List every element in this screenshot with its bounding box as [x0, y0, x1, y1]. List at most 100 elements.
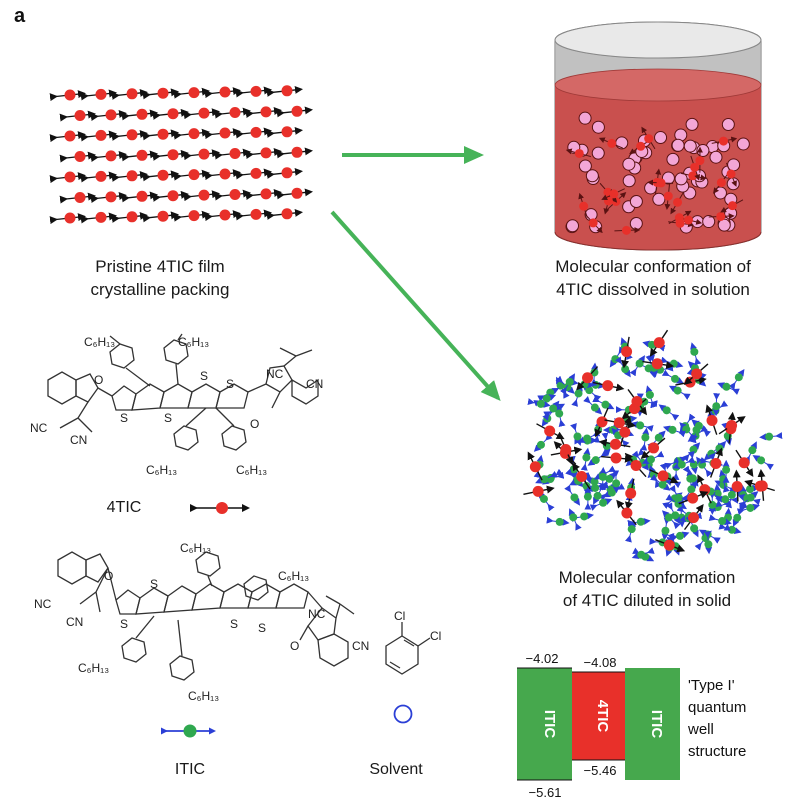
film-molecule-dot	[157, 128, 169, 140]
itic-molecule-dot	[611, 355, 620, 364]
solid-caption-line2: of 4TIC diluted in solid	[563, 591, 731, 610]
tic4-molecule-dot	[625, 487, 637, 499]
dissolved-molecule-dot	[609, 189, 619, 199]
film-molecule-dot	[157, 169, 169, 181]
solvent-particle	[566, 219, 580, 233]
itic-legend-label: ITIC	[175, 761, 205, 778]
itic-molecule-dot	[598, 472, 607, 481]
itic-molecule-dot	[689, 445, 698, 454]
film-molecule-dot	[126, 170, 138, 182]
tic4-molecule-dot	[688, 512, 700, 524]
film-molecule-dot	[157, 210, 169, 222]
itic-band-left	[517, 668, 572, 780]
tic4-molecule-dot	[532, 485, 544, 497]
itic-c6h13-bottom-left: C₆H₁₃	[78, 661, 109, 675]
itic-molecule-dot	[677, 460, 686, 469]
itic-molecule-dot	[539, 494, 548, 503]
itic-s-1: S	[120, 617, 128, 631]
dissolved-molecule-dot	[607, 138, 617, 148]
itic-molecule-dot	[748, 446, 757, 455]
film-molecule-dot	[281, 208, 293, 220]
tic4-band	[572, 672, 625, 760]
itic-molecule-dot	[746, 485, 755, 494]
itic-molecule-dot	[636, 517, 645, 526]
itic-o-left: O	[104, 569, 113, 583]
tic4-molecule-dot	[631, 396, 643, 408]
solvent-particle	[585, 169, 599, 183]
itic-s-3: S	[230, 617, 238, 631]
tic4-legend-dot	[216, 502, 228, 514]
film-molecule-dot	[260, 147, 272, 159]
itic-s-4: S	[258, 621, 266, 635]
itic-molecule-dot	[734, 373, 743, 382]
itic-molecule-dot	[673, 386, 682, 395]
film-molecule-dot	[188, 210, 200, 222]
tic4-molecule-dot	[576, 471, 588, 483]
quantum-well-caption-3: well	[687, 721, 714, 738]
dissolved-molecule-dot	[716, 178, 726, 188]
itic-molecule-dot	[590, 368, 599, 377]
itic-band-right-label: ITIC	[648, 710, 665, 738]
itic-molecule-dot	[668, 425, 677, 434]
dissolved-molecule-dot	[683, 215, 693, 225]
tic4-c6h13-top-right: C₆H₁₃	[178, 335, 209, 349]
film-molecule-dot	[64, 89, 76, 101]
tic4-molecule-dot	[619, 426, 631, 438]
itic-lumo-level: −4.02	[526, 651, 559, 666]
tic4-c6h13-bottom-right: C₆H₁₃	[236, 463, 267, 477]
itic-molecule-dot	[690, 347, 699, 356]
solution-caption-line2: 4TIC dissolved in solution	[556, 280, 750, 299]
itic-band-right	[625, 668, 680, 780]
tic4-homo-level: −5.46	[584, 763, 617, 778]
solvent-particle	[622, 157, 636, 171]
solvent-cl-2: Cl	[430, 629, 441, 643]
tic4-legend-label: 4TIC	[107, 499, 142, 516]
itic-molecule-dot	[727, 490, 736, 499]
tic4-molecule-dot	[648, 442, 660, 454]
itic-molecule-dot	[599, 498, 608, 507]
itic-molecule-dot	[601, 400, 610, 409]
film-molecule-dot	[74, 192, 86, 203]
tic4-nc-right: NC	[266, 367, 284, 381]
itic-molecule-dot	[612, 479, 621, 488]
solvent-particle	[683, 139, 697, 153]
tic4-lumo-level: −4.08	[584, 655, 617, 670]
tic4-o-right: O	[250, 417, 259, 431]
film-molecule-dot	[250, 208, 262, 220]
tic4-molecule-dot	[529, 461, 541, 473]
film-molecule-dot	[95, 88, 107, 100]
itic-band-left-label: ITIC	[541, 710, 558, 738]
film-molecule-dot	[198, 189, 210, 201]
tic4-molecule-dot	[560, 443, 572, 455]
itic-molecule-dot	[555, 517, 564, 526]
itic-molecule-dot	[674, 493, 683, 502]
itic-molecule-dot	[664, 513, 673, 522]
dissolved-molecule-dot	[636, 141, 646, 151]
solvent-particle	[584, 208, 598, 222]
itic-molecule-dot	[536, 440, 545, 449]
dissolved-molecule-dot	[621, 225, 631, 235]
tic4-s-4: S	[226, 377, 234, 391]
itic-molecule-dot	[583, 434, 592, 443]
itic-molecule-dot	[637, 550, 646, 559]
film-molecule-dot	[136, 149, 148, 161]
film-molecule-dot	[74, 151, 86, 162]
itic-molecule-dot	[607, 488, 616, 497]
solvent-cl-1: Cl	[394, 609, 405, 623]
solvent-particle	[591, 120, 605, 134]
film-molecule-dot	[229, 107, 241, 118]
itic-molecule-dot	[583, 492, 592, 501]
itic-molecule-dot	[733, 513, 742, 522]
solid-caption-line1: Molecular conformation	[559, 568, 736, 587]
itic-molecule-dot	[694, 421, 703, 430]
film-molecule-dot	[281, 85, 293, 97]
quantum-well-caption-2: quantum	[688, 699, 746, 716]
film-molecule-dot	[291, 187, 303, 199]
solvent-particle	[622, 174, 636, 188]
film-molecule-dot	[188, 169, 200, 181]
tic4-c6h13-bottom-left: C₆H₁₃	[146, 463, 177, 477]
itic-molecule-dot	[722, 465, 731, 474]
itic-molecule-dot	[757, 456, 766, 465]
itic-s-2: S	[150, 577, 158, 591]
